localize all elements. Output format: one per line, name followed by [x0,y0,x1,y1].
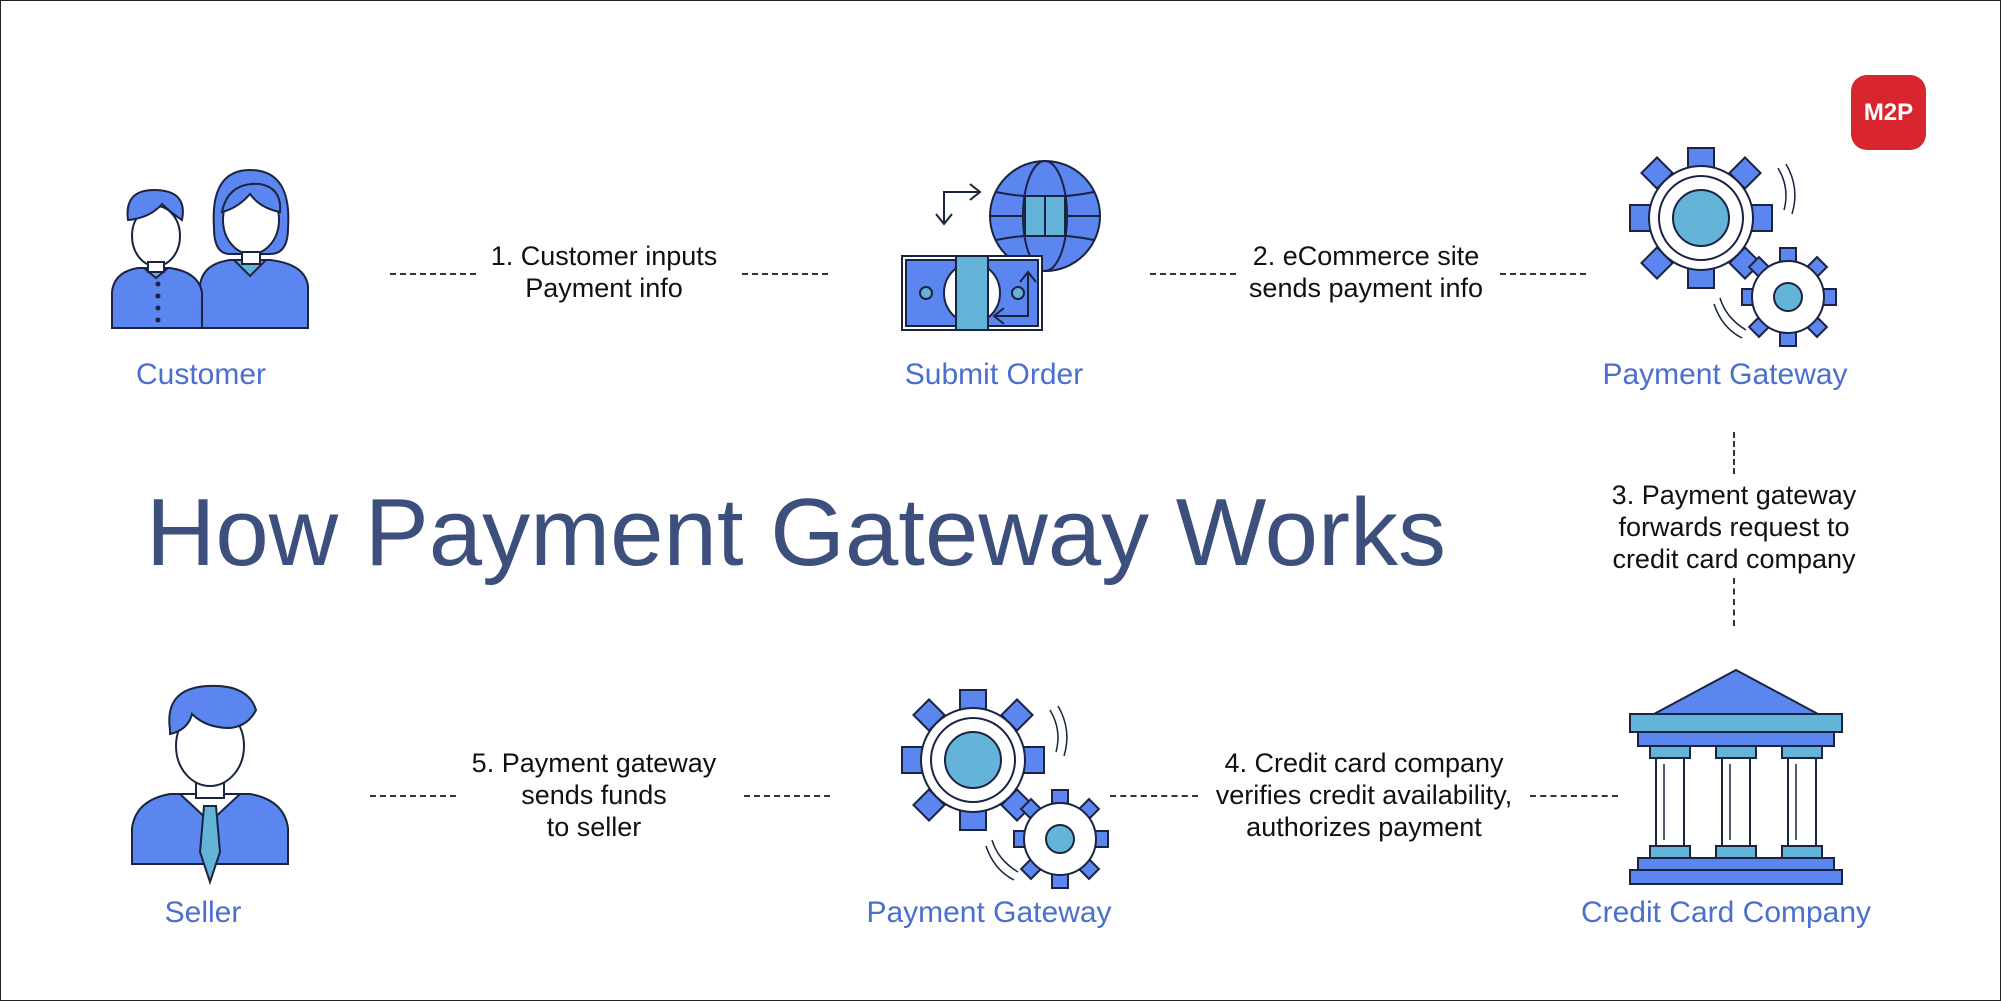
step-5-line-2: sends funds [521,780,667,810]
step-3-line-1: 3. Payment gateway [1611,480,1857,510]
connector-4-right [1530,795,1618,797]
customers-icon [111,168,309,329]
node-label-seller: Seller [164,896,242,929]
connector-3-bottom [1733,578,1735,626]
gears-icon [1629,147,1837,347]
seller-icon [131,684,289,886]
step-2-line-1: 2. eCommerce site [1252,241,1480,271]
step-1-line-2: Payment info [525,273,683,303]
step-5-line-3: to seller [546,812,642,842]
connector-5-right [744,795,830,797]
connector-1-right [742,273,828,275]
step-1-line-1: 1. Customer inputs [490,241,718,271]
connector-2-left [1150,273,1236,275]
step-2-label: 2. eCommerce site sends payment info [1216,240,1516,304]
connector-2-right [1500,273,1586,275]
connector-1-left [390,273,476,275]
connector-5-left [370,795,456,797]
page-title: How Payment Gateway Works [146,479,1446,586]
node-label-payment-gateway-bottom: Payment Gateway [866,896,1112,929]
step-5-label: 5. Payment gateway sends funds to seller [444,747,744,843]
step-4-line-2: verifies credit availability, [1215,780,1513,810]
step-3-line-2: forwards request to [1618,512,1850,542]
step-5-line-1: 5. Payment gateway [471,748,717,778]
step-4-label: 4. Credit card company verifies credit a… [1174,747,1554,843]
node-label-credit-card-company: Credit Card Company [1580,896,1872,929]
connector-4-left [1110,795,1198,797]
node-label-payment-gateway-top: Payment Gateway [1602,358,1848,391]
step-2-line-2: sends payment info [1248,273,1484,303]
step-3-label: 3. Payment gateway forwards request to c… [1584,479,1884,575]
connector-3-top [1733,432,1735,474]
bank-icon [1629,668,1843,885]
m2p-logo: M2P [1851,75,1926,150]
node-label-customer: Customer [135,358,267,391]
step-4-line-1: 4. Credit card company [1224,748,1504,778]
gears-icon [901,689,1109,889]
step-3-line-3: credit card company [1612,544,1856,574]
node-label-submit-order: Submit Order [904,358,1084,391]
step-4-line-3: authorizes payment [1246,812,1482,842]
globe-money-icon [901,160,1101,331]
step-1-label: 1. Customer inputs Payment info [454,240,754,304]
